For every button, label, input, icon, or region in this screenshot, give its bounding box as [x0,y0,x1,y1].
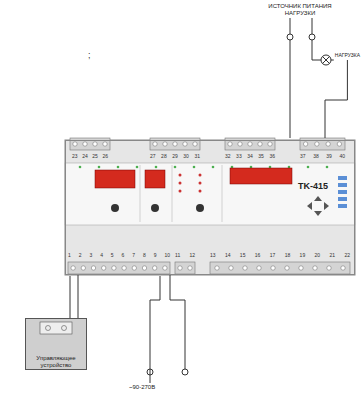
stray-mark: ; [88,50,91,60]
node-text: ~90-270В [129,384,155,391]
wire [325,60,347,138]
supply-label: ~90-270В [128,383,156,392]
terminal-numbers: 23 24 25 26 [72,153,108,159]
terminal-numbers: 27 28 29 30 31 [150,153,200,159]
node-text: ИСТОЧНИК ПИТАНИЯ НАГРУЗКИ [263,3,337,17]
node-text: TK-415 [298,181,328,191]
terminal-numbers: 13 14 15 16 17 18 19 20 21 22 [210,252,350,258]
node-text: Управляющее устройство [26,355,86,369]
wire [312,18,334,60]
terminal-numbers: 32 33 34 35 36 [225,153,275,159]
load-label: НАГРУЗКА [334,52,361,60]
node-text: НАГРУЗКА [335,53,360,59]
terminal-numbers: 11 12 [175,252,195,258]
power-source-label: ИСТОЧНИК ПИТАНИЯ НАГРУЗКИ [262,2,338,18]
wire [70,276,71,318]
terminal-numbers: 37 38 39 40 [300,153,345,159]
wire [150,276,160,383]
terminal-numbers: 1 2 3 4 5 6 7 8 9 10 [68,252,170,258]
control-device-box: Управляющее устройство [25,318,87,370]
